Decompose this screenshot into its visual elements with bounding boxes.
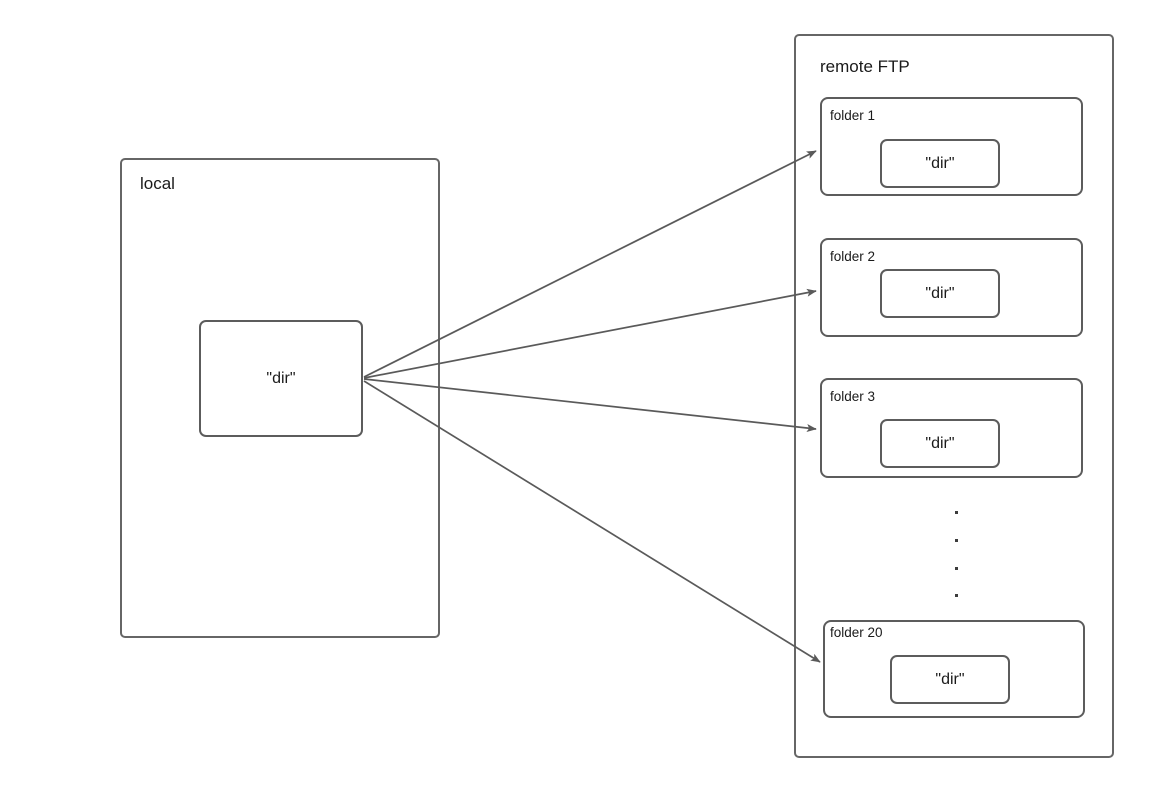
remote-folder-20-dir-label: "dir" — [935, 671, 965, 688]
ellipsis-dot — [955, 567, 958, 570]
remote-folder-20-label: folder 20 — [830, 625, 883, 640]
remote-folder-3-label: folder 3 — [830, 389, 876, 404]
remote-folder-2-dir-box[interactable]: "dir" — [880, 269, 1000, 318]
local-dir-label: "dir" — [266, 370, 296, 387]
remote-ftp-container-label: remote FTP — [820, 57, 910, 76]
remote-folder-2-dir-label: "dir" — [925, 285, 955, 302]
ellipsis-dot — [955, 594, 958, 597]
remote-folder-1-dir-box[interactable]: "dir" — [880, 139, 1000, 188]
remote-folder-3-dir-box[interactable]: "dir" — [880, 419, 1000, 468]
remote-folder-3-dir-label: "dir" — [925, 435, 955, 452]
remote-folder-20-dir-box[interactable]: "dir" — [890, 655, 1010, 704]
remote-folder-1-dir-label: "dir" — [925, 155, 955, 172]
ellipsis-dot — [955, 511, 958, 514]
local-dir-box[interactable]: "dir" — [199, 320, 363, 437]
local-container-label: local — [140, 174, 175, 193]
remote-folder-2-label: folder 2 — [830, 249, 876, 264]
ellipsis-dot — [955, 539, 958, 542]
remote-folder-1-label: folder 1 — [830, 108, 876, 123]
